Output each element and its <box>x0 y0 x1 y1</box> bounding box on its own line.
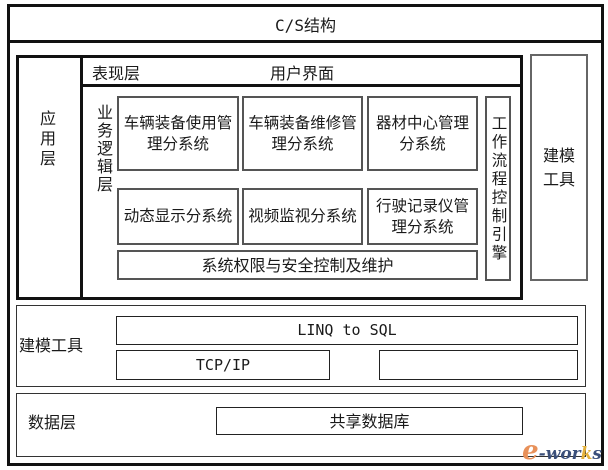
module-equipment-center: 器材中心管理分系统 <box>367 96 478 171</box>
watermark-k: k <box>580 444 593 464</box>
data-layer-label: 数据层 <box>28 413 77 432</box>
module-label: 视频监视分系统 <box>248 207 357 225</box>
side-modeling-tool-box: 建模工具 <box>530 54 588 281</box>
diagram-title: C/S结构 <box>275 16 336 35</box>
data-layer-section <box>16 393 586 457</box>
module-vehicle-usage: 车辆装备使用管理分系统 <box>117 96 239 171</box>
workflow-engine-label: 工作流程控制引擎 <box>489 114 508 263</box>
tcp-ip-label: TCP/IP <box>195 355 251 374</box>
cs-architecture-frame <box>7 4 604 466</box>
watermark-e: e <box>522 436 539 466</box>
shared-database-box: 共享数据库 <box>216 407 523 435</box>
presentation-layer-label: 表现层 <box>92 64 141 83</box>
application-layer-box <box>16 55 523 300</box>
watermark-s: s <box>592 444 602 464</box>
module-vehicle-maintenance: 车辆装备维修管理分系统 <box>242 96 363 171</box>
security-control-label: 系统权限与安全控制及维护 <box>201 255 394 275</box>
modeling-tools-section <box>16 305 586 387</box>
module-label: 动态显示分系统 <box>123 207 233 225</box>
eworks-watermark-logo: e-works <box>522 436 602 466</box>
side-modeling-tool-label: 建模工具 <box>542 145 575 189</box>
module-label: 车辆装备维修管理分系统 <box>248 113 357 153</box>
watermark-mid: -wor <box>538 444 581 464</box>
business-logic-layer-label: 业务逻辑层 <box>94 104 113 194</box>
security-control-bar: 系统权限与安全控制及维护 <box>117 250 478 280</box>
module-drive-recorder: 行驶记录仪管理分系统 <box>367 188 478 245</box>
title-divider <box>7 40 604 43</box>
presentation-divider <box>82 84 522 87</box>
module-label: 行驶记录仪管理分系统 <box>375 196 469 236</box>
linq-to-sql-label: LINQ to SQL <box>297 321 397 339</box>
application-layer-label: 应用层 <box>37 110 56 170</box>
module-dynamic-display: 动态显示分系统 <box>117 188 239 245</box>
empty-tool-box <box>379 350 578 380</box>
user-interface-label: 用户界面 <box>270 64 335 83</box>
workflow-engine-box: 工作流程控制引擎 <box>485 96 511 281</box>
module-video-monitoring: 视频监视分系统 <box>242 188 363 245</box>
module-label: 车辆装备使用管理分系统 <box>123 113 233 153</box>
linq-to-sql-box: LINQ to SQL <box>116 316 578 345</box>
tcp-ip-box: TCP/IP <box>116 350 330 380</box>
module-label: 器材中心管理分系统 <box>375 113 469 153</box>
modeling-tools-label: 建模工具 <box>19 336 84 355</box>
shared-database-label: 共享数据库 <box>329 411 410 431</box>
application-layer-divider <box>80 57 83 299</box>
